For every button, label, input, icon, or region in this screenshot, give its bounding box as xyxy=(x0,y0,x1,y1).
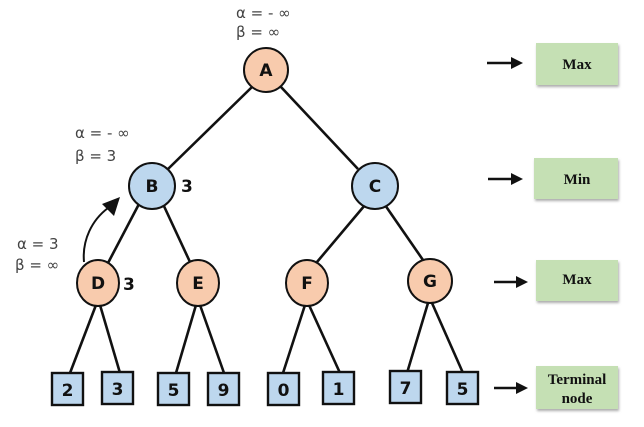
level-label-max-2: Max xyxy=(562,272,592,288)
node-a: A xyxy=(243,47,289,93)
node-d-value: 3 xyxy=(123,275,135,295)
edge-c-f xyxy=(316,204,366,263)
backup-arrowhead-icon xyxy=(102,197,120,216)
edge-f-leaf5 xyxy=(281,304,307,374)
edge-d-leaf1 xyxy=(68,304,98,374)
node-e: E xyxy=(176,259,220,307)
terminal-box xyxy=(445,370,480,406)
level-label-max-1: Max xyxy=(562,57,592,73)
terminal-node: 0 xyxy=(266,371,301,407)
node-g: G xyxy=(407,258,453,304)
node-c: C xyxy=(351,162,399,210)
edge-d-leaf2 xyxy=(98,304,122,374)
terminal-node: 5 xyxy=(445,370,480,406)
terminal-nodes: 2 3 5 9 0 1 7 5 xyxy=(50,369,480,407)
terminal-node: 5 xyxy=(156,371,191,407)
terminal-value: 5 xyxy=(168,381,180,401)
node-d-beta: β = ∞ xyxy=(15,256,59,274)
terminal-box xyxy=(50,371,85,407)
terminal-value: 7 xyxy=(400,379,412,399)
edge-g-leaf8 xyxy=(430,302,465,374)
edge-g-leaf7 xyxy=(405,302,430,374)
edge-a-b xyxy=(167,86,253,170)
level-label-min: Min xyxy=(564,172,591,188)
terminal-box xyxy=(100,370,135,406)
node-b: B xyxy=(128,162,176,210)
edge-e-leaf3 xyxy=(174,304,198,374)
terminal-value: 2 xyxy=(62,381,74,401)
backup-arrow xyxy=(82,207,109,263)
node-a-alpha: α = - ∞ xyxy=(236,4,291,22)
node-b-value: 3 xyxy=(181,177,193,197)
level-box-terminal: Terminal node xyxy=(536,366,618,409)
terminal-node: 2 xyxy=(50,371,85,407)
terminal-box xyxy=(388,369,423,405)
terminal-value: 0 xyxy=(278,381,290,401)
level-box-min: Min xyxy=(534,158,618,199)
edge-a-c xyxy=(280,86,359,170)
level-label-terminal-line2: node xyxy=(562,391,593,407)
node-a-beta: β = ∞ xyxy=(236,23,280,41)
terminal-node: 7 xyxy=(388,369,423,405)
terminal-value: 5 xyxy=(457,380,469,400)
node-f: F xyxy=(285,259,329,307)
node-a-label: A xyxy=(259,61,273,81)
arrowhead-icon xyxy=(516,276,528,288)
node-c-label: C xyxy=(369,177,381,197)
terminal-value: 9 xyxy=(218,381,230,401)
node-d-label: D xyxy=(91,274,105,294)
level-box-max-2: Max xyxy=(536,260,618,301)
arrowhead-icon xyxy=(511,173,523,185)
node-f-label: F xyxy=(301,274,313,294)
arrowhead-icon xyxy=(511,57,523,69)
edge-f-leaf6 xyxy=(307,304,342,374)
level-label-terminal-line1: Terminal xyxy=(548,372,607,388)
arrowhead-icon xyxy=(516,382,528,394)
node-d-alpha: α = 3 xyxy=(17,235,59,253)
edge-b-e xyxy=(161,203,192,263)
node-b-label: B xyxy=(146,177,159,197)
terminal-value: 3 xyxy=(112,380,124,400)
terminal-node: 9 xyxy=(206,371,241,407)
terminal-box xyxy=(156,371,191,407)
terminal-box xyxy=(321,370,356,406)
node-b-beta: β = 3 xyxy=(75,147,116,165)
terminal-node: 3 xyxy=(100,370,135,406)
terminal-box xyxy=(206,371,241,407)
level-box-max-1: Max xyxy=(536,43,618,85)
node-e-label: E xyxy=(192,274,204,294)
edge-c-g xyxy=(383,204,425,261)
terminal-box xyxy=(266,371,301,407)
terminal-node: 1 xyxy=(321,370,356,406)
terminal-value: 1 xyxy=(333,380,345,400)
node-d: D xyxy=(76,259,120,307)
node-g-label: G xyxy=(423,272,437,292)
node-b-alpha: α = - ∞ xyxy=(75,124,130,142)
edge-e-leaf4 xyxy=(198,304,226,374)
edge-b-d xyxy=(106,203,141,264)
